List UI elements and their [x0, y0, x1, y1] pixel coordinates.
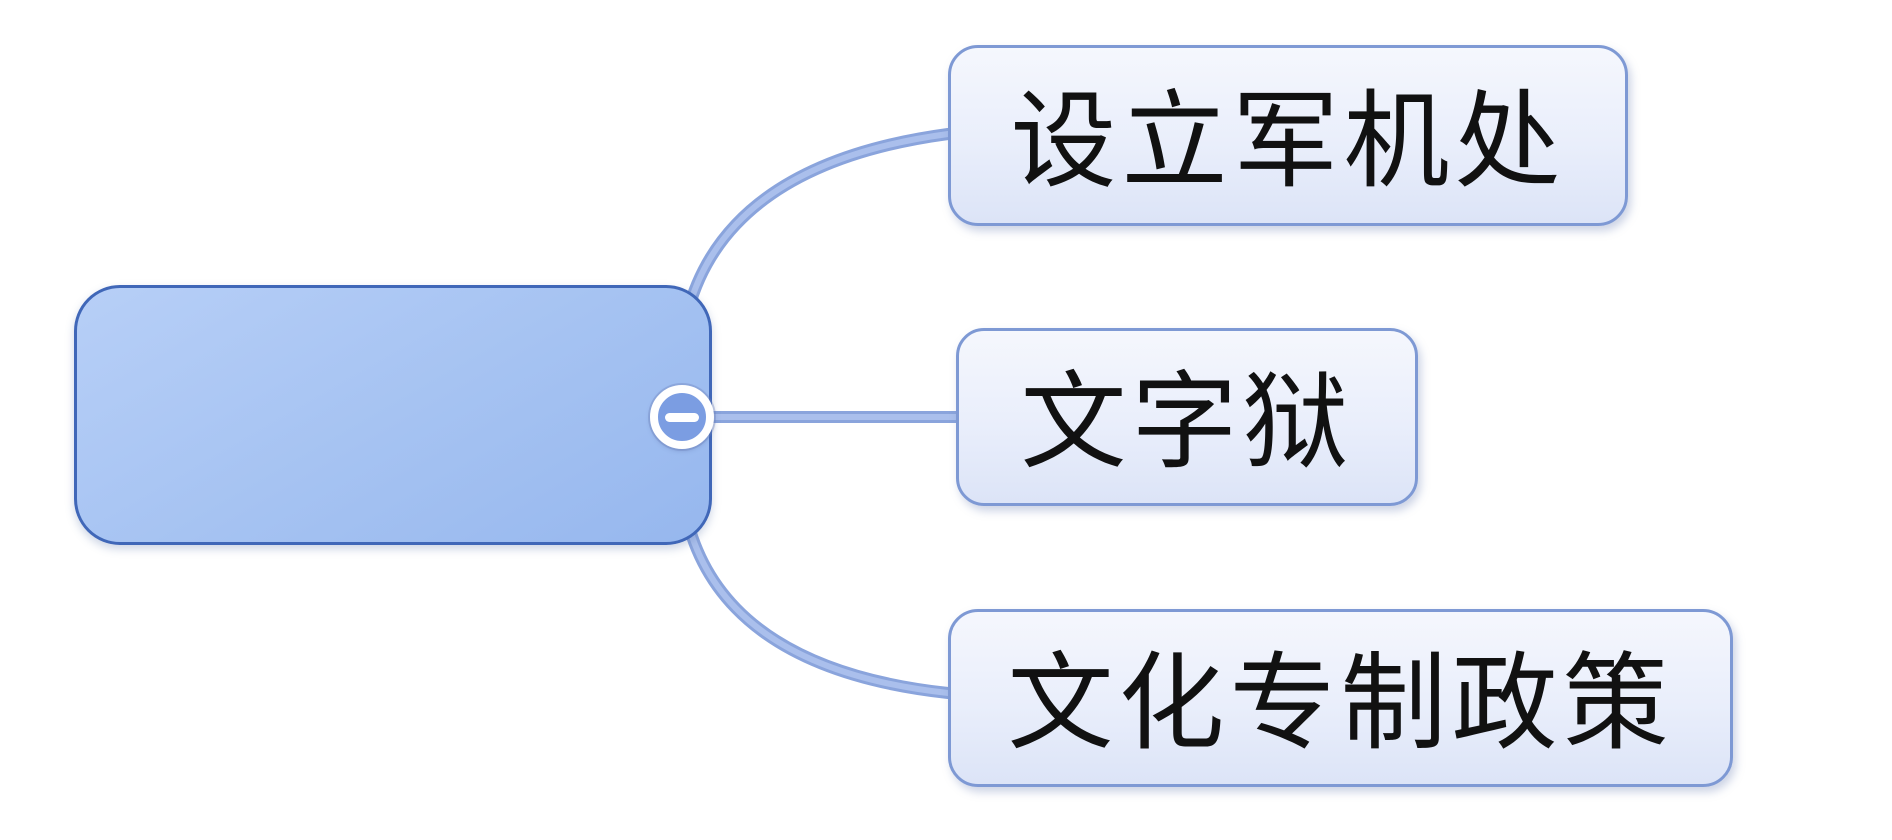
root-topic-node[interactable] [74, 285, 712, 545]
child-topic-node-2[interactable]: 文字狱 [956, 328, 1418, 506]
child-topic-label-3: 文化专制政策 [1007, 645, 1674, 763]
branch-line-1 [673, 128, 954, 423]
branch-line-3-highlight [676, 414, 951, 696]
child-topic-node-1[interactable]: 设立军机处 [948, 45, 1628, 226]
child-topic-node-3[interactable]: 文化专制政策 [948, 609, 1733, 787]
branch-line-3 [673, 411, 954, 699]
child-topic-label-1: 设立军机处 [1010, 82, 1566, 201]
child-topic-label-2: 文字狱 [1020, 364, 1354, 482]
minus-circle-icon [665, 412, 699, 422]
collapse-toggle-button[interactable] [650, 385, 714, 449]
